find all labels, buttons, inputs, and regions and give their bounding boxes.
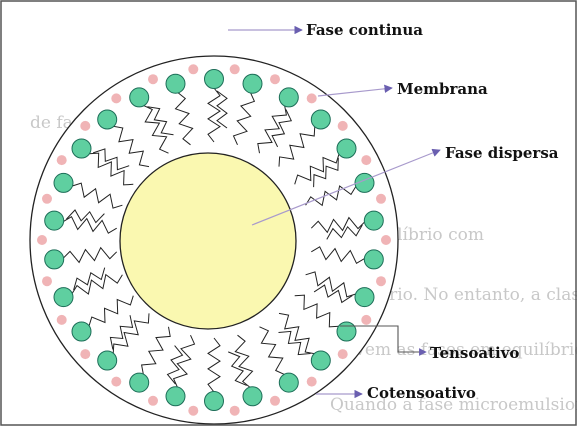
cosurfactant-dot-icon xyxy=(148,74,158,84)
membrana-arrow xyxy=(318,88,392,96)
surfactant-head-icon xyxy=(72,322,91,341)
cosurfactant-dot-icon xyxy=(376,276,386,286)
cosurfactant-dot-icon xyxy=(57,155,67,165)
surfactant-head-icon xyxy=(205,392,224,411)
surfactant-head-icon xyxy=(54,288,73,307)
cosurfactant-dot-icon xyxy=(338,121,348,131)
surfactant-head-icon xyxy=(355,288,374,307)
surfactant-head-icon xyxy=(98,351,117,370)
cosurfactant-dot-icon xyxy=(270,396,280,406)
surfactant-head-icon xyxy=(130,373,149,392)
surfactant-head-icon xyxy=(130,88,149,107)
surfactant-head-icon xyxy=(337,139,356,158)
cosurfactant-dot-icon xyxy=(80,349,90,359)
surfactant-head-icon xyxy=(311,110,330,129)
cosurfactant-dot-icon xyxy=(361,155,371,165)
surfactant-head-icon xyxy=(364,211,383,230)
surfactant-head-icon xyxy=(45,250,64,269)
cosurfactant-dot-icon xyxy=(57,315,67,325)
tensoativo-label: Tensoativo xyxy=(430,344,519,362)
surfactant-head-icon xyxy=(72,139,91,158)
surfactant-head-icon xyxy=(279,88,298,107)
surfactant-head-icon xyxy=(166,74,185,93)
surfactant-head-icon xyxy=(243,74,262,93)
surfactant-head-icon xyxy=(311,351,330,370)
cosurfactant-dot-icon xyxy=(37,235,47,245)
cosurfactant-dot-icon xyxy=(376,194,386,204)
cosurfactant-dot-icon xyxy=(361,315,371,325)
fase-dispersa-label: Fase dispersa xyxy=(445,144,559,162)
surfactant-head-icon xyxy=(98,110,117,129)
cosurfactant-dot-icon xyxy=(230,64,240,74)
membrana-label: Membrana xyxy=(397,80,488,98)
cosurfactant-dot-icon xyxy=(307,93,317,103)
surfactant-head-icon xyxy=(205,70,224,89)
cosurfactant-dot-icon xyxy=(148,396,158,406)
cosurfactant-dot-icon xyxy=(42,276,52,286)
cosurfactant-dot-icon xyxy=(80,121,90,131)
cosurfactant-dot-icon xyxy=(270,74,280,84)
cosurfactant-dot-icon xyxy=(381,235,391,245)
cosurfactant-dot-icon xyxy=(307,377,317,387)
surfactant-head-icon xyxy=(364,250,383,269)
surfactant-head-icon xyxy=(337,322,356,341)
cosurfactant-dot-icon xyxy=(111,377,121,387)
cosurfactant-dot-icon xyxy=(42,194,52,204)
fase-continua-label: Fase continua xyxy=(306,21,423,39)
cosurfactant-dot-icon xyxy=(188,406,198,416)
cosurfactant-dot-icon xyxy=(111,93,121,103)
surfactant-head-icon xyxy=(279,373,298,392)
cosurfactant-dot-icon xyxy=(230,406,240,416)
cosurfactant-dot-icon xyxy=(188,64,198,74)
dispersed-phase-core xyxy=(120,153,296,329)
surfactant-head-icon xyxy=(243,387,262,406)
surfactant-head-icon xyxy=(45,211,64,230)
surfactant-head-icon xyxy=(54,173,73,192)
cosurfactant-dot-icon xyxy=(338,349,348,359)
surfactant-head-icon xyxy=(166,387,185,406)
cotensoativo-label: Cotensoativo xyxy=(367,384,476,402)
